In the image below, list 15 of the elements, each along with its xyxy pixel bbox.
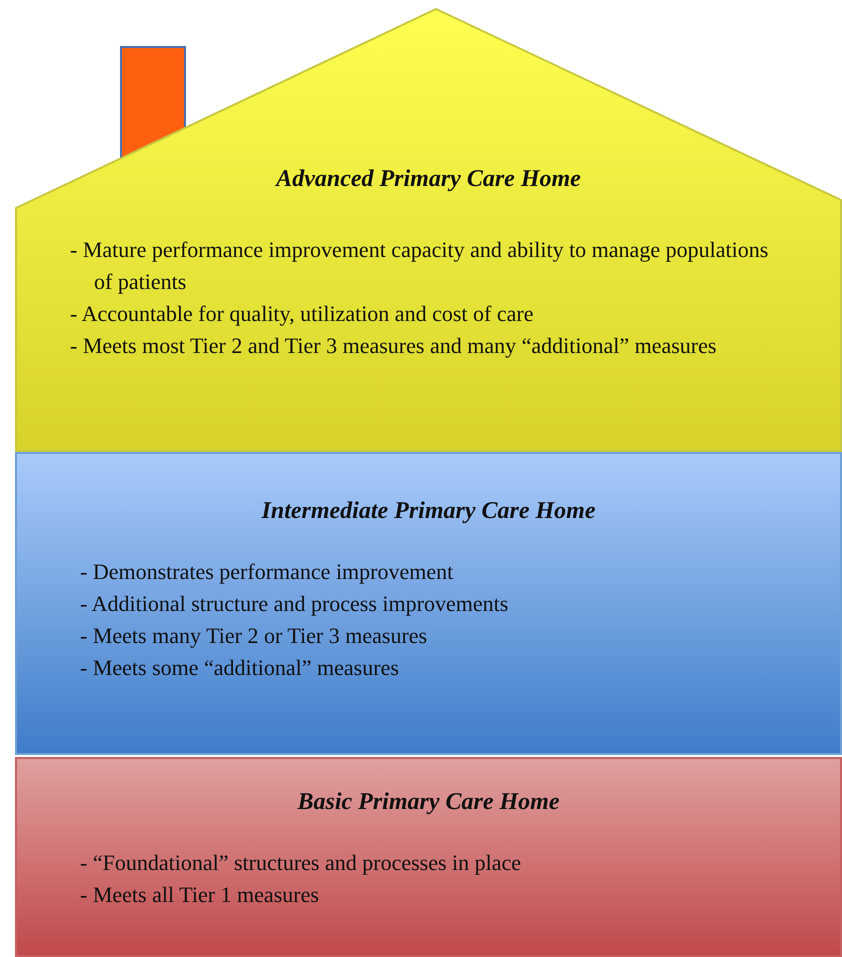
bullet-item: - Demonstrates performance improvement	[80, 558, 454, 586]
tier-heading: Basic Primary Care Home	[298, 789, 560, 816]
bullet-item: - Meets some “additional” measures	[80, 654, 400, 682]
house-roof-section	[15, 8, 842, 452]
bullet-item: - Accountable for quality, utilization and cost of care	[70, 300, 534, 328]
bullet-item: - “Foundational” structures and processes in place	[80, 849, 522, 877]
tier-heading: Intermediate Primary Care Home	[262, 498, 596, 525]
house-floor-section	[15, 452, 842, 755]
bullet-item: - Mature performance improvement capacity and ability to manage populations of patients	[70, 236, 770, 296]
bullet-item: - Meets all Tier 1 measures	[80, 881, 320, 909]
bullet-item: - Meets most Tier 2 and Tier 3 measures and many “additional” measures	[70, 332, 718, 360]
house-floor-section	[15, 757, 842, 957]
bullet-item: - Additional structure and process improvements	[80, 590, 510, 618]
bullet-item: - Meets many Tier 2 or Tier 3 measures	[80, 622, 428, 650]
tier-heading: Advanced Primary Care Home	[276, 166, 581, 193]
